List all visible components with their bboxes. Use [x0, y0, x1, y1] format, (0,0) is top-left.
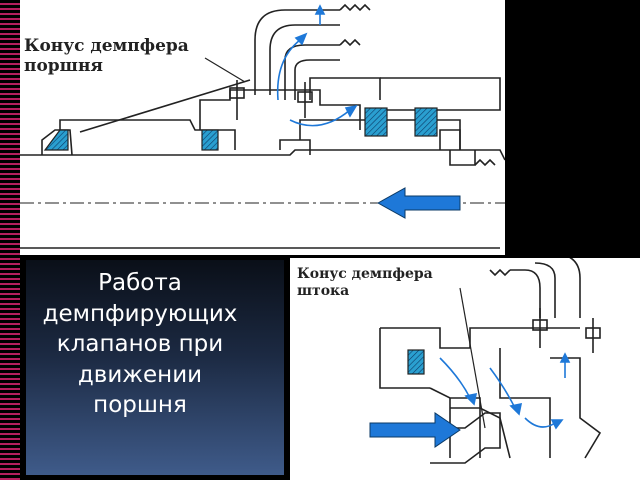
caption-text: Работа демпфирующих клапанов при движени… [42, 270, 238, 419]
piston-cone-label-line2: поршня [24, 56, 103, 76]
piston-cone-label: Конус демпфера поршня [24, 36, 189, 76]
rod-diagram-drawing [369, 258, 602, 464]
piston-diagram-drawing [20, 3, 505, 249]
rod-damper-diagram [290, 258, 640, 480]
caption-panel [26, 260, 284, 475]
rod-seal [407, 349, 425, 375]
rod-cone-label: Конус демпфера штока [297, 266, 433, 300]
left-seal [43, 129, 69, 151]
piston-seal [201, 129, 219, 151]
flow-arrow-left [376, 187, 461, 219]
decorative-stripes [0, 0, 20, 480]
valve-seal-left [364, 107, 388, 137]
flow-arrow-right [369, 412, 461, 448]
valve-seal-right [414, 107, 438, 137]
piston-label-leader [204, 57, 246, 83]
rod-label-leader [459, 287, 486, 429]
piston-cone-line [79, 79, 251, 133]
rod-cone-label-line2: штока [297, 283, 350, 299]
rod-cone-label-line1: Конус демпфера [297, 266, 433, 282]
piston-cone-label-line1: Конус демпфера [24, 36, 189, 56]
piston-damper-diagram [20, 0, 505, 255]
shaft-top-edge [20, 149, 505, 161]
